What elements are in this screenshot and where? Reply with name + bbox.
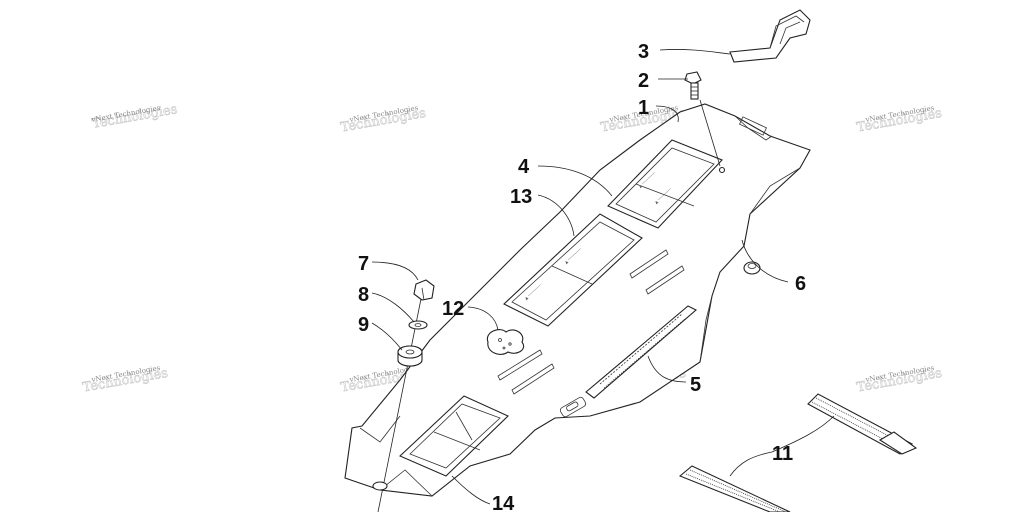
callout-14: 14 bbox=[492, 493, 515, 512]
decal-14 bbox=[399, 395, 509, 477]
plate-slots bbox=[497, 249, 685, 395]
nut-7 bbox=[413, 279, 435, 301]
hole-1 bbox=[718, 166, 726, 174]
watermark: Technologies vNext Technologies bbox=[855, 104, 943, 136]
callout-4: 4 bbox=[518, 156, 530, 178]
callout-3: 3 bbox=[638, 41, 649, 63]
spacer-9 bbox=[397, 345, 423, 367]
tread-strip-5 bbox=[559, 305, 697, 418]
callout-9: 9 bbox=[358, 314, 369, 336]
callout-6: 6 bbox=[795, 273, 806, 295]
grommet-6 bbox=[743, 261, 761, 275]
callout-7: 7 bbox=[358, 253, 369, 275]
callout-12: 12 bbox=[442, 298, 464, 320]
skid-plate bbox=[344, 103, 811, 497]
callout-8: 8 bbox=[358, 284, 369, 306]
bracket-3 bbox=[729, 9, 811, 63]
watermark: Technologies vNext Technologies bbox=[81, 364, 169, 396]
callout-5: 5 bbox=[690, 374, 701, 396]
callout-2: 2 bbox=[638, 70, 649, 92]
warning-decal-13: ▲ ─────── ▲ ─────── bbox=[503, 213, 643, 327]
callout-1: 1 bbox=[638, 97, 649, 119]
callout-13: 13 bbox=[510, 186, 532, 208]
callout-11: 11 bbox=[772, 443, 793, 465]
watermark: Technologies vNext Technologies bbox=[339, 104, 427, 136]
traction-strip-11b bbox=[678, 465, 791, 512]
leader-lines bbox=[371, 49, 835, 505]
hardware-stack bbox=[372, 279, 435, 512]
watermark: Technologies vNext Technologies bbox=[855, 364, 943, 396]
washer-8 bbox=[408, 320, 428, 330]
traction-strip-11a bbox=[807, 393, 918, 455]
warning-decal-4: ▲ ─────── ▲ ─────── bbox=[607, 139, 723, 229]
sealant-12 bbox=[486, 329, 525, 355]
callout-labels: 3 2 1 4 13 6 7 8 9 12 5 11 14 bbox=[358, 41, 806, 512]
watermark: Technologies vNext Technologies bbox=[90, 102, 179, 132]
